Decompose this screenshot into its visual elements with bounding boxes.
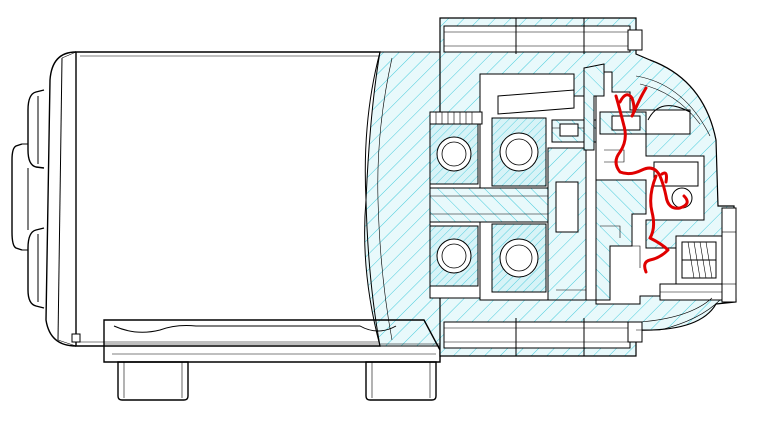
flow-path <box>614 86 689 274</box>
check-valve-spring <box>636 207 737 331</box>
front-bearing <box>429 123 479 287</box>
motor-end-cap <box>11 89 81 343</box>
motor-pump-transition <box>364 51 441 347</box>
motor-housing <box>45 51 381 347</box>
rear-bearing <box>429 111 547 293</box>
mounting-foot-left <box>117 361 189 401</box>
mounting-foot-right <box>365 361 437 401</box>
